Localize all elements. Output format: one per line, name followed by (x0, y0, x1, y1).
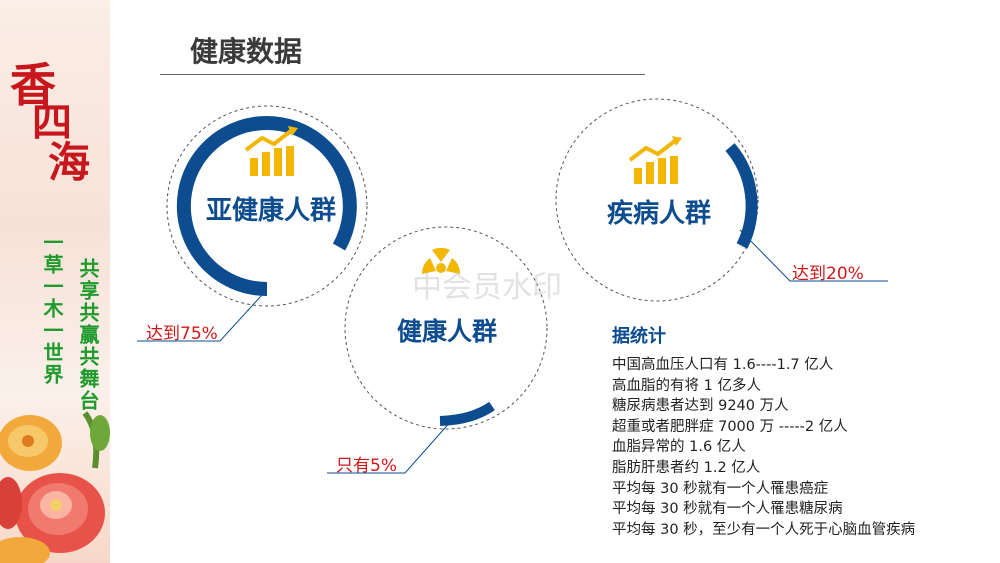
percent-healthy: 只有5% (336, 456, 397, 476)
stats-title: 据统计 (612, 326, 666, 347)
label-subhealth: 亚健康人群 (206, 196, 337, 226)
circle-healthy (344, 226, 548, 430)
leader-line-subhealth (137, 294, 263, 342)
percent-subhealth: 达到75% (146, 324, 218, 344)
decorative-side-panel: 香 四 海 一草一木一世界 共享共赢共舞台 (0, 0, 110, 563)
stat-item: 高血脂的有将 1 亿多人 (612, 377, 761, 394)
stat-item: 平均每 30 秒，至少有一个人死于心脑血管疾病 (612, 521, 916, 538)
circle-subhealth (166, 105, 368, 307)
stat-item: 中国高血压人口有 1.6----1.7 亿人 (612, 357, 834, 373)
stat-item: 平均每 30 秒就有一个人罹患癌症 (612, 480, 829, 497)
arc-healthy-5 (439, 401, 495, 426)
title-divider (160, 74, 645, 75)
radiation-icon (422, 247, 460, 274)
stats-list: 中国高血压人口有 1.6----1.7 亿人 高血脂的有将 1 亿多人 糖尿病患… (612, 355, 915, 540)
brand-char-3: 海 (48, 138, 91, 187)
brand-char-2: 四 (32, 99, 72, 146)
label-healthy: 健康人群 (397, 317, 498, 346)
leader-line-healthy (327, 419, 453, 474)
slogan-right: 共享共赢共舞台 (76, 258, 100, 412)
stat-item: 糖尿病患者达到 9240 万人 (612, 398, 789, 415)
stat-item: 血脂异常的 1.6 亿人 (612, 439, 746, 456)
percent-disease: 达到20% (792, 264, 864, 284)
watermark-text: 中会员水印 (412, 270, 562, 305)
stat-item: 超重或者肥胖症 7000 万 -----2 亿人 (612, 418, 848, 435)
page-title: 健康数据 (190, 35, 303, 68)
label-disease: 疾病人群 (607, 199, 712, 229)
leader-line-disease (739, 229, 888, 282)
slogan-left: 一草一木一世界 (40, 232, 64, 386)
arc-disease-20 (725, 143, 758, 249)
stat-item: 平均每 30 秒就有一个人罹患糖尿病 (612, 501, 843, 518)
circle-disease (555, 98, 759, 302)
arc-subhealth-75 (176, 116, 357, 296)
stat-item: 脂肪肝患者约 1.2 亿人 (612, 459, 761, 476)
bar-chart-icon (244, 126, 298, 176)
brand-char-1: 香 (10, 58, 56, 112)
brand-logo-text: 香 四 海 (10, 62, 105, 186)
peony-flowers-illustration (0, 411, 110, 563)
bar-chart-icon (628, 136, 682, 184)
